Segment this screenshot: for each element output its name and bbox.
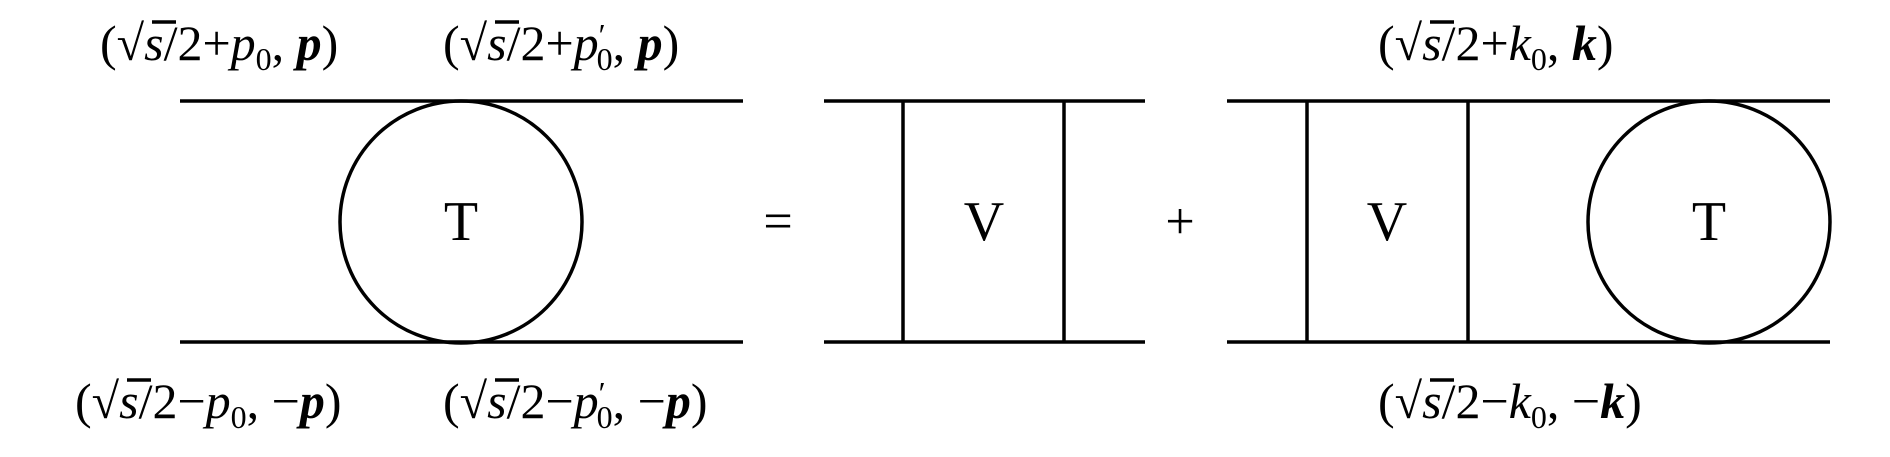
lhs-t-matrix: T (180, 99, 743, 345)
rhs-v-symbol: V (1367, 191, 1407, 253)
kernel-v-symbol: V (964, 191, 1004, 253)
equals-sign: = (763, 194, 792, 251)
label-top-left-outgoing: (√s/2+p′0, p) (443, 15, 679, 77)
label-top-right-intermediate: (√s/2+k0, k) (1378, 15, 1614, 77)
plus-sign: + (1165, 194, 1194, 251)
rhs-t-symbol: T (1692, 191, 1726, 253)
label-bottom-left-incoming: (√s/2−p0, −p) (75, 373, 342, 435)
kernel-v-diagram: V (824, 99, 1145, 344)
label-top-left-incoming: (√s/2+p0, p) (100, 15, 338, 77)
label-bottom-left-outgoing: (√s/2−p′0, −p) (443, 373, 708, 435)
lhs-t-circle (338, 99, 584, 345)
rhs-t-circle (1586, 99, 1832, 345)
rhs-vt-diagram: V T (1227, 99, 1832, 345)
lhs-t-symbol: T (444, 191, 478, 253)
label-bottom-right-intermediate: (√s/2−k0, −k) (1378, 373, 1642, 435)
